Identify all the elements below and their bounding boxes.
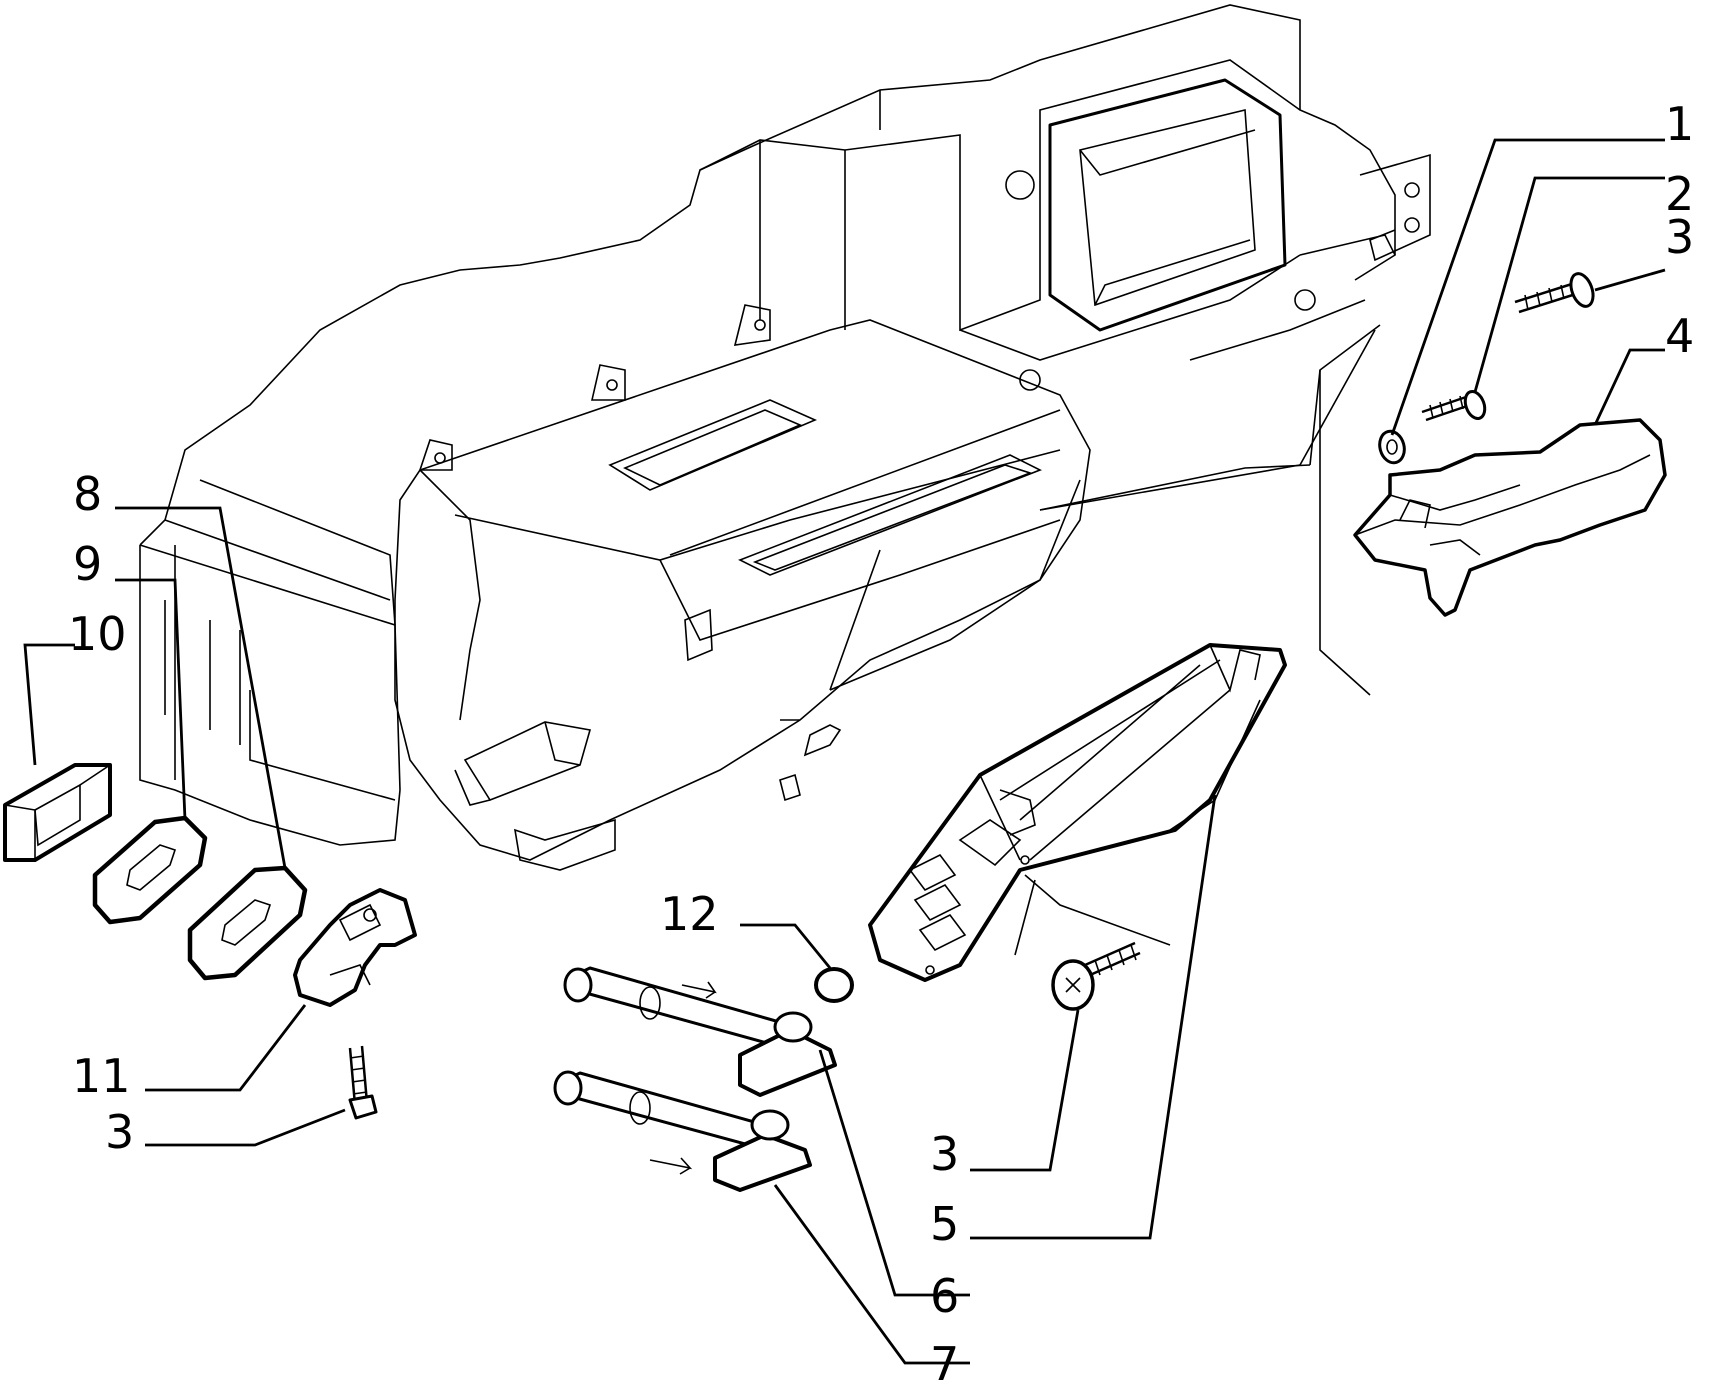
screw-part-2 bbox=[1421, 389, 1487, 422]
callout-6: 6 bbox=[930, 1269, 959, 1323]
callout-9: 9 bbox=[73, 537, 102, 591]
gasket-part-10 bbox=[3, 763, 112, 862]
callout-1: 1 bbox=[1665, 97, 1694, 151]
callout-5: 5 bbox=[930, 1197, 959, 1251]
callout-7: 7 bbox=[930, 1337, 959, 1386]
callout-11: 11 bbox=[72, 1049, 131, 1103]
callout-4: 4 bbox=[1665, 309, 1694, 363]
pipe-part-6 bbox=[563, 966, 837, 1097]
screw-part-3-bottom bbox=[348, 1045, 378, 1120]
screw-part-3-top bbox=[1514, 272, 1595, 314]
screw-part-3-mid bbox=[1051, 941, 1141, 1011]
callout-12: 12 bbox=[660, 887, 719, 941]
heater-housing bbox=[139, 4, 1431, 871]
callout-2: 2 bbox=[1665, 167, 1694, 221]
callout-3-mid: 3 bbox=[930, 1127, 959, 1181]
gasket-part-9 bbox=[92, 815, 208, 925]
callout-3-bottom: 3 bbox=[105, 1105, 134, 1159]
heater-core-part-5 bbox=[868, 643, 1287, 982]
actuator-bracket-part-11 bbox=[293, 888, 417, 1007]
callout-10: 10 bbox=[68, 607, 127, 661]
leader-lines bbox=[23, 138, 1666, 1365]
gasket-part-8 bbox=[187, 865, 308, 981]
pipe-part-7 bbox=[553, 1070, 812, 1192]
duct-bracket-part-4 bbox=[1353, 418, 1667, 617]
washer-part-1 bbox=[1378, 429, 1406, 465]
callout-labels: 1 2 3 4 8 9 10 12 11 3 3 5 6 7 bbox=[68, 97, 1694, 1386]
callout-8: 8 bbox=[73, 467, 102, 521]
callout-3-top: 3 bbox=[1665, 210, 1694, 264]
o-ring-part-12 bbox=[814, 967, 854, 1003]
